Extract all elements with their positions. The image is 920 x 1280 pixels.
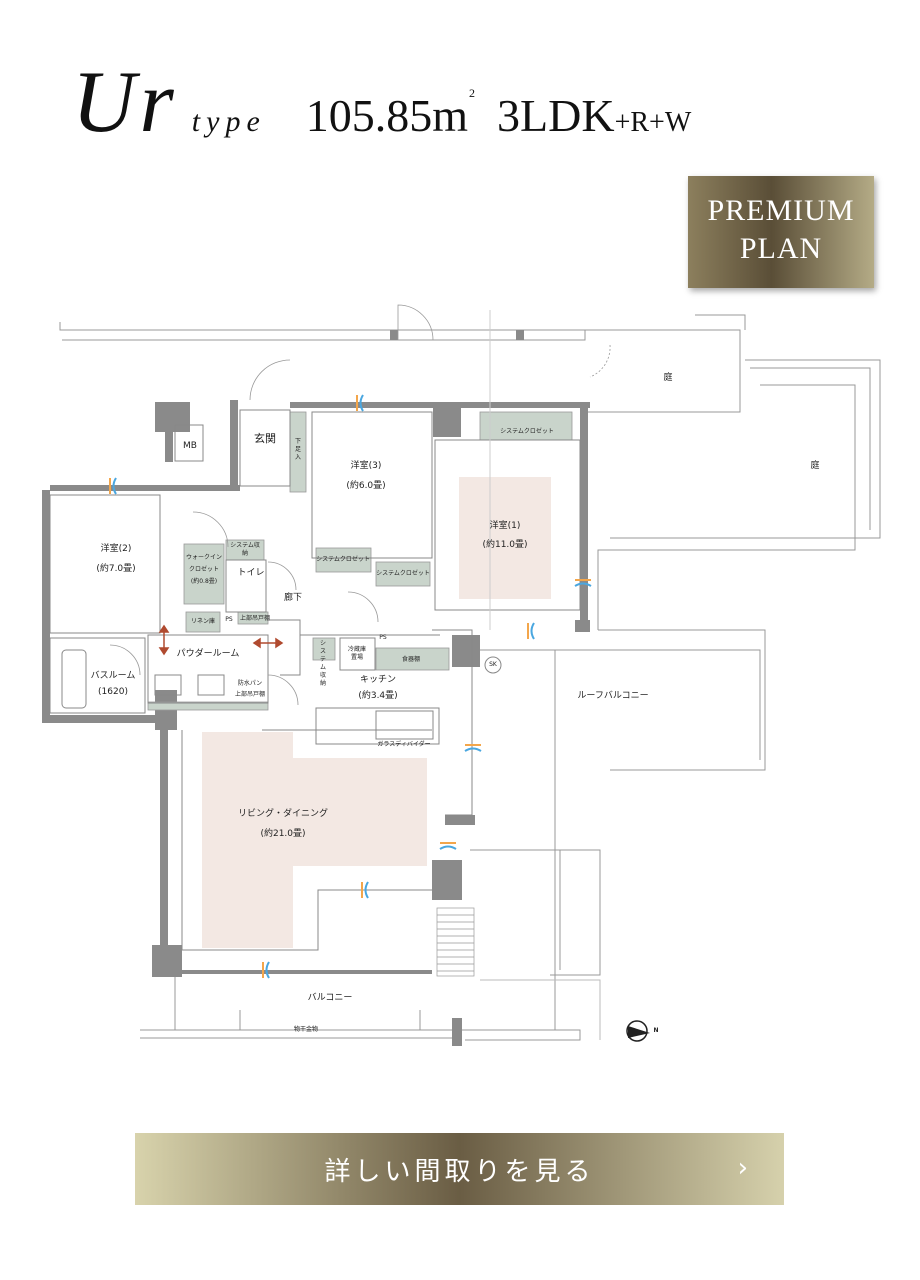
powder-room-label: パウダールーム [176,649,240,659]
living-dining-size: (約21.0畳) [260,829,306,839]
entrance-label: 玄関 [254,432,276,445]
system-closet-label: システムクロゼット [500,428,554,435]
living-dining-label: リビング・ダイニング [237,809,329,819]
badge-line2: PLAN [739,232,823,265]
kitchen-label: キッチン [359,675,397,685]
balcony-label: バルコニー [307,993,353,1003]
system-storage-label: システム収納 [230,542,260,557]
premium-plan-badge: PREMIUM PLAN [688,176,874,288]
fridge-space-label: 冷蔵庫置場 [347,646,366,661]
upper-cabinet-label: 上部吊戸棚 [234,691,266,698]
laundry-hardware-label: 物干金物 [293,1026,319,1033]
layout-extra: +R+W [614,107,692,138]
layout-main: 3LDK [497,90,615,141]
toilet-label: トイレ [237,568,265,578]
ventilation-icon [109,477,117,495]
system-closet-label: システムクロゼット [376,570,430,577]
view-floorplan-details-button[interactable]: 詳しい間取りを見る › [135,1133,784,1205]
layout-type: 3LDK+R+W [497,89,691,142]
ps-label: PS [379,634,387,641]
north-arrow-icon [626,1020,650,1042]
shoe-closet-label: 下足入 [294,438,301,461]
ps-label: PS [225,616,233,623]
western-room-2-size: (約7.0畳) [96,564,136,574]
north-label: N [653,1027,659,1034]
walk-in-closet-size: (約0.8畳) [190,578,218,585]
mb-label: MB [183,441,197,451]
garden-label: 庭 [663,373,673,383]
cupboard-label: 食器棚 [401,656,421,663]
glass-divider-label: ガラスディバイダー [377,741,431,748]
western-room-1-size: (約11.0畳) [482,540,528,550]
floor-area: 105.85m [305,90,469,141]
bathroom-size: (1620) [98,687,128,697]
walk-in-closet-label: ウォークイン [185,554,223,561]
plan-title: Ur type 105.85m 2 3LDK+R+W [72,52,691,151]
garden-label: 庭 [810,461,820,471]
linen-closet-label: リネン庫 [190,618,216,625]
area-unit-sup: 2 [469,86,476,100]
western-room-3-size: (約6.0畳) [346,481,386,491]
western-room-3-label: 洋室(3) [350,461,382,471]
roof-balcony-label: ルーフバルコニー [577,691,649,701]
walk-in-closet-label2: クロゼット [188,566,220,573]
sk-label: SK [489,661,497,668]
western-room-2-label: 洋室(2) [100,544,132,554]
upper-cabinet-label: 上部吊戸棚 [239,615,271,622]
chevron-right-icon: › [737,1153,748,1183]
hallway-label: 廊下 [283,593,303,603]
system-closet-label: システムクロゼット [316,556,370,563]
western-room-1-label: 洋室(1) [489,521,521,531]
type-name: Ur [72,54,178,151]
type-suffix: type [191,105,266,138]
bathroom-label: バスルーム [90,671,136,681]
floor-plan: 庭 庭 MB 玄関 下足入 洋室(3) (約6.0畳) システムクロゼット 洋室… [0,290,920,1060]
waterproof-pan-label: 防水パン [237,680,263,687]
kitchen-size: (約3.4畳) [358,691,398,701]
system-storage-label: システム収納 [319,640,326,687]
floor-plan-drawing [42,304,881,1046]
cta-label: 詳しい間取りを見る [324,1156,595,1187]
badge-line1: PREMIUM [707,194,855,227]
